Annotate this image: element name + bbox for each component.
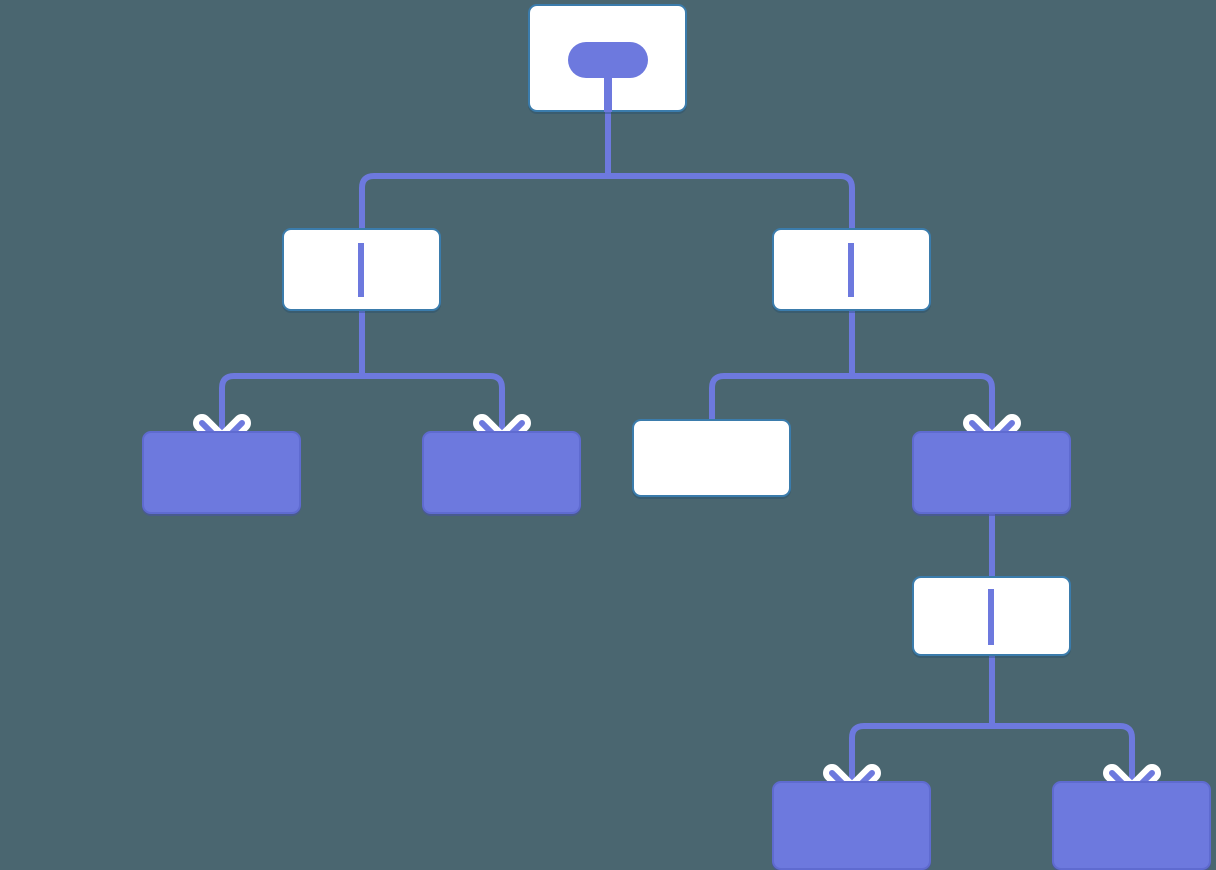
edge-n2-n5[interactable] — [362, 373, 505, 431]
diagram-node-n7[interactable] — [912, 431, 1071, 514]
edge-n8-n9[interactable] — [849, 723, 992, 781]
edge-n1-n2[interactable] — [359, 173, 608, 228]
diagram-node-n6[interactable] — [632, 419, 791, 497]
diagram-node-n5[interactable] — [422, 431, 581, 514]
edge-n1-n3[interactable] — [608, 173, 855, 228]
edge-n3-n6[interactable] — [709, 373, 852, 419]
edge-n3-n7[interactable] — [852, 373, 995, 431]
node-pill-glyph-icon — [568, 42, 648, 78]
diagram-node-n9[interactable] — [772, 781, 931, 870]
edge-n2-n4[interactable] — [219, 373, 362, 431]
node-passthrough-bar-icon — [988, 589, 994, 645]
node-stem-icon — [604, 74, 612, 112]
node-passthrough-bar-icon — [358, 243, 364, 297]
diagram-node-n10[interactable] — [1052, 781, 1211, 870]
edge-n8-n10[interactable] — [992, 723, 1135, 781]
node-passthrough-bar-icon — [848, 243, 854, 297]
diagram-node-n4[interactable] — [142, 431, 301, 514]
